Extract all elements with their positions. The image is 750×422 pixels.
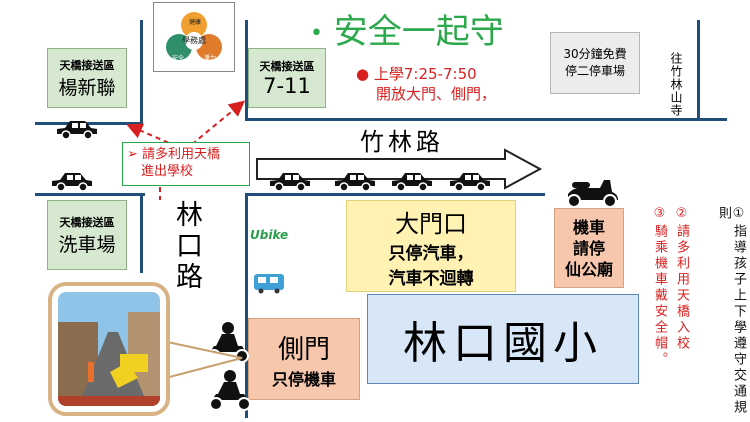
road-line [697,20,700,120]
notice-line1: 上學7:25-7:50 [373,65,477,83]
parking-line1: 30分鐘免費 [563,47,627,61]
scooter-icon [567,180,618,208]
road-line [35,193,145,196]
toward-temple-label: 往竹林山寺 [669,52,683,117]
title-bullet: • [310,21,323,46]
ubike-icon: Ubike [250,228,288,242]
rule-2-num: ② [674,206,689,224]
rule-1-num: ① [731,206,746,224]
logo-top-text: 健康 [189,19,202,26]
side-gate-title: 側門 [277,334,330,365]
car-icon [450,173,490,192]
zone-name: 7-11 [263,74,311,98]
road-label-linkou-text: 林口路 [171,200,202,293]
pickup-zone-carwash: 天橋接送區 洗車場 [47,200,127,270]
car-icon [57,121,97,140]
rule-2-text: 請多利用天橋入校 [674,224,689,352]
ubike-label: Ubike [250,228,289,242]
road-line [245,118,699,121]
logo-center-text: 學務處 [182,36,206,45]
road-line [140,193,143,273]
pickup-zone-711: 天橋接送區 7-11 [248,48,326,108]
bridge-tip-box: ➢ 請多利用天橋 進出學校 [122,142,250,186]
main-gate-line1: 只停汽車， [388,243,474,264]
school-building: 林口國小 [367,294,639,384]
pickup-zone-yangxinlian: 天橋接送區 楊新聯 [47,48,127,108]
road-line [245,20,248,120]
scooter-line3: 仙公廟 [564,259,613,279]
rule-1: ①指導孩子上下學遵守交通規則 [716,206,746,422]
road-line [140,20,143,125]
notice-bullet: ● [356,65,370,83]
logo-circles-icon [166,12,222,60]
notice-line2: 開放大門、側門， [376,85,497,103]
rule-3: ③騎乘機車戴安全帽。 [652,206,667,368]
scooter-line2: 請停 [572,238,605,258]
road-label-linkou: 林口路 [170,200,202,301]
road-line [35,122,143,125]
bus-stop-icon [254,274,284,294]
tip-line1: 請多利用天橋 [142,147,221,162]
main-gate-line2: 汽車不迴轉 [388,268,474,289]
opening-notice: ● 上學7:25-7:50 開放大門、側門， [356,64,496,104]
zone-name: 楊新聯 [58,76,116,99]
road-line [697,118,727,121]
street-photo-image [58,292,160,406]
title-text: 安全一起守 [333,12,504,52]
school-name: 林口國小 [403,318,603,369]
car-icon [52,173,92,192]
title: • 安全一起守 [310,4,504,53]
scooter-line1: 機車 [572,217,605,237]
road-line [245,193,545,196]
zone-label: 天橋接送區 [59,58,115,72]
school-affairs-logo: 學務處 健康 安全 潘力 [153,2,235,72]
car-icon [270,173,310,192]
main-gate-box: 大門口 只停汽車， 汽車不迴轉 [346,200,516,292]
rule-1-text: 指導孩子上下學遵守交通規則 [716,206,746,416]
zone-label: 天橋接送區 [259,60,315,73]
motorcycle-rider-icon [209,370,251,411]
tip-line2: 進出學校 [141,164,194,179]
parking-box: 30分鐘免費 停二停車場 [550,32,640,94]
photo-callout [48,282,170,416]
main-gate-title: 大門口 [395,209,467,238]
rule-2: ②請多利用天橋入校 [674,206,689,352]
tip-arrow-icon: ➢ [127,147,138,162]
logo-right-text: 潘力 [204,55,217,62]
zone-name: 洗車場 [58,233,116,256]
rule-3-text: 騎乘機車戴安全帽。 [652,224,667,368]
road-label-zhulin: 竹林路 [360,128,444,156]
car-icon [392,173,432,192]
side-gate-box: 側門 只停機車 [248,318,360,400]
side-gate-sub: 只停機車 [271,369,336,389]
zone-label: 天橋接送區 [59,215,115,229]
parking-line2: 停二停車場 [564,64,625,78]
callout-pointer [157,339,243,381]
logo-left-text: 安全 [172,55,185,62]
scooter-parking-box: 機車 請停 仙公廟 [554,208,624,288]
car-icon [335,173,375,192]
road-line [245,193,248,418]
rule-3-num: ③ [652,206,667,224]
